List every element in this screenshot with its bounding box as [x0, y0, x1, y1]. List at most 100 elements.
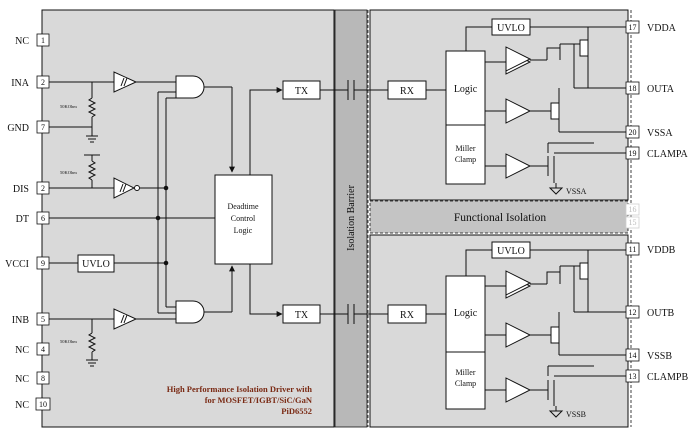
pin-name: INB	[12, 315, 30, 326]
pin-name: VSSA	[647, 128, 673, 139]
deadtime-label-line: Control	[231, 214, 256, 223]
pin-vssb: 14 VSSB	[625, 348, 672, 362]
pin-name: CLAMPB	[647, 372, 688, 383]
pin-ina: INA 2	[11, 75, 50, 89]
uvlo-b-block	[491, 241, 531, 259]
channel-b-output-stage	[445, 249, 626, 418]
functional-isolation-label: Functional Isolation	[454, 212, 547, 224]
pin-number: 11	[629, 245, 637, 254]
pin-outa: 18 OUTA	[625, 81, 675, 95]
uvlo-input-label: UVLO	[82, 259, 110, 270]
pin-name: VCCI	[5, 259, 29, 270]
pin-name: INA	[11, 78, 30, 89]
pin-name: NC	[15, 374, 29, 385]
channel-a-panel	[369, 9, 629, 201]
pin-name: VDDB	[647, 245, 676, 256]
pin-number: 5	[41, 315, 45, 324]
logic-a-label: Logic	[454, 84, 478, 95]
pin-outb: 12 OUTB	[625, 305, 675, 319]
miller-b-label-line: Clamp	[455, 379, 476, 388]
pin-number: 6	[41, 214, 45, 223]
pin-number: 12	[629, 308, 637, 317]
miller-b-label-line: Miller	[456, 368, 476, 377]
caption-line-2: for MOSFET/IGBT/SiC/GaN	[205, 395, 313, 405]
tx-block-a	[282, 80, 321, 100]
pin-name: CLAMPA	[647, 149, 689, 160]
pin-nc-1: NC 1	[15, 33, 50, 47]
caption-line-1: High Performance Isolation Driver with	[167, 384, 313, 394]
pin-vssa: 20 VSSA	[625, 125, 673, 139]
pin-dt: DT 6	[16, 211, 50, 225]
uvlo-input-block	[77, 254, 115, 273]
pin-number: 9	[41, 259, 45, 268]
deadtime-label-line: Logic	[234, 226, 253, 235]
pin-name: VSSB	[647, 351, 672, 362]
pin-name: GND	[7, 123, 29, 134]
pin-number: 19	[629, 149, 637, 158]
vssb-ground-label: VSSB	[566, 410, 586, 419]
pin-nc-10: NC 10	[15, 397, 51, 411]
pin-name: DIS	[13, 184, 29, 195]
pin-name: NC	[15, 400, 29, 411]
rx-block-a	[387, 80, 427, 100]
pin-vddb: 11 VDDB	[625, 242, 676, 256]
pin-name: DT	[16, 214, 29, 225]
pin-name: OUTB	[647, 308, 675, 319]
pin-dis: DIS 2	[13, 181, 50, 195]
pin-number: 4	[41, 345, 45, 354]
resistor-label: 50KOhm	[60, 104, 77, 109]
pin-clampb: 13 CLAMPB	[625, 369, 688, 383]
tx-block-b	[282, 304, 321, 324]
pin-vdda: 17 VDDA	[625, 20, 677, 34]
miller-a-label-line: Miller	[456, 144, 476, 153]
pin-number: 14	[629, 351, 637, 360]
channel-a-output-stage	[445, 26, 626, 195]
left-pins: NC 1 INA 2 GND 7 DIS 2 DT 6 VCCI 9 INB 5…	[5, 33, 51, 411]
pin-number: 10	[39, 400, 47, 409]
rx-label: RX	[400, 86, 415, 97]
pin-vcci: VCCI 9	[5, 256, 50, 270]
channel-b-panel	[369, 234, 629, 428]
resistor-label: 50KOhm	[60, 339, 77, 344]
functional-isolation-band	[369, 200, 629, 234]
logic-b-label: Logic	[454, 308, 478, 319]
pin-number: 7	[41, 123, 45, 132]
vssa-ground-label: VSSA	[566, 187, 587, 196]
rx-label: RX	[400, 310, 415, 321]
uvlo-a-block	[491, 18, 531, 36]
right-pins: 17 VDDA 18 OUTA 20 VSSA 19 CLAMPA 16 15 …	[625, 20, 689, 383]
pin-number: 13	[629, 372, 637, 381]
pin-name: NC	[15, 345, 29, 356]
pin-number: 20	[629, 128, 637, 137]
pin-number: 1	[41, 36, 45, 45]
miller-a-label-line: Clamp	[455, 155, 476, 164]
tx-label: TX	[295, 86, 309, 97]
isolation-barrier-band	[334, 9, 368, 428]
isolation-barrier-label: Isolation Barrier	[346, 184, 357, 250]
pin-gnd: GND 7	[7, 120, 50, 134]
pin-name: OUTA	[647, 84, 675, 95]
pin-ghost-15: 15	[625, 216, 640, 229]
pin-ghost-16: 16	[625, 203, 640, 216]
uvlo-b-label: UVLO	[497, 246, 525, 257]
pin-name: VDDA	[647, 23, 677, 34]
pin-number: 2	[41, 78, 45, 87]
deadtime-control-logic-block	[214, 174, 273, 265]
pin-clampa: 19 CLAMPA	[625, 146, 689, 160]
pin-nc-8: NC 8	[15, 371, 50, 385]
uvlo-a-label: UVLO	[497, 23, 525, 34]
pin-nc-4: NC 4	[15, 342, 50, 356]
pin-number: 18	[629, 84, 637, 93]
tx-label: TX	[295, 310, 309, 321]
pin-number: 16	[629, 205, 637, 214]
input-side-circuit	[49, 71, 446, 367]
resistor-label: 50KOhm	[60, 170, 77, 175]
pin-number: 8	[41, 374, 45, 383]
pin-inb: INB 5	[12, 312, 50, 326]
pin-number: 2	[41, 184, 45, 193]
deadtime-label-line: Deadtime	[227, 202, 259, 211]
pin-number: 15	[629, 218, 637, 227]
caption-line-3: PiD6552	[281, 406, 312, 416]
rx-block-b	[387, 304, 427, 324]
